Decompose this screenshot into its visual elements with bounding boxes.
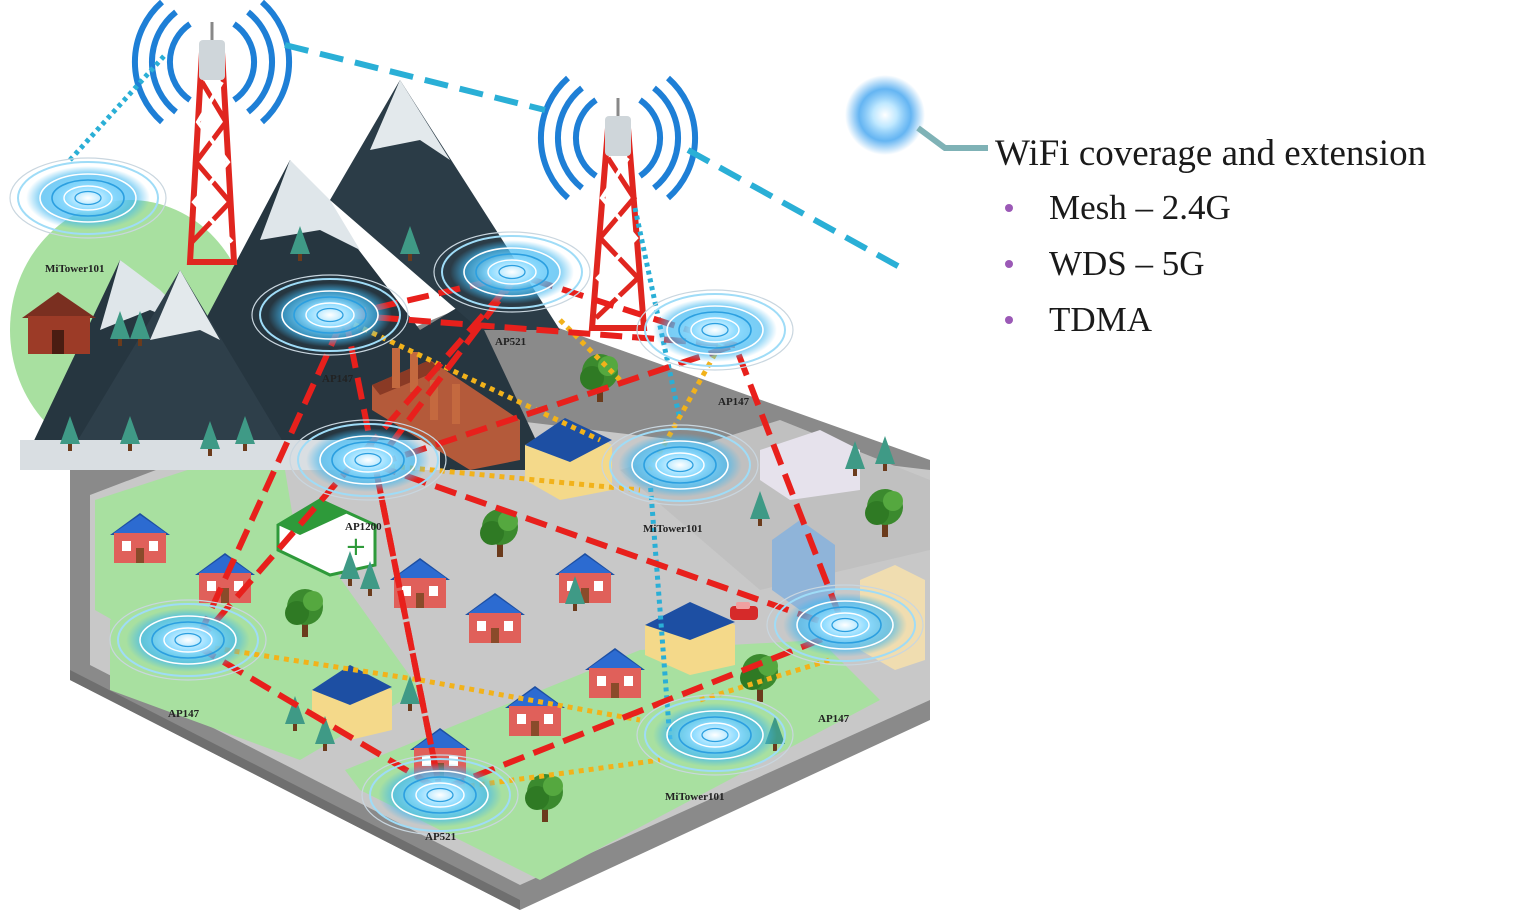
wifi-access-point-icon xyxy=(433,231,591,313)
wifi-access-point-icon xyxy=(289,419,447,501)
legend-item-label: WDS – 5G xyxy=(1049,244,1205,283)
wifi-access-point-icon xyxy=(109,599,267,681)
legend: WiFi coverage and extension Mesh – 2.4G … xyxy=(995,132,1510,348)
cell-tower-icon xyxy=(135,2,289,265)
shop-icon xyxy=(525,418,612,500)
callout-connector xyxy=(916,125,988,151)
device-label: AP147 xyxy=(718,396,750,408)
car-icon xyxy=(730,602,758,620)
device-label: MiTower101 xyxy=(665,791,724,803)
bullet-icon xyxy=(1005,260,1013,268)
legend-item-label: Mesh – 2.4G xyxy=(1049,188,1231,227)
legend-item: Mesh – 2.4G xyxy=(995,180,1510,236)
device-label: MiTower101 xyxy=(643,523,702,535)
glow-point-icon xyxy=(845,75,925,155)
wifi-access-point-icon xyxy=(636,694,794,776)
log-cabin-icon xyxy=(22,292,96,354)
bullet-icon xyxy=(1005,316,1013,324)
device-label: AP147 xyxy=(818,713,850,725)
legend-item: TDMA xyxy=(995,292,1510,348)
backhaul-links xyxy=(68,42,907,741)
wifi-access-point-icon xyxy=(9,157,167,239)
device-label: MiTower101 xyxy=(45,263,104,275)
wifi-access-point-icon xyxy=(636,289,794,371)
device-label: AP147 xyxy=(168,708,200,720)
legend-item-label: TDMA xyxy=(1049,300,1153,339)
wifi-access-point-icon xyxy=(251,274,409,356)
legend-list: Mesh – 2.4G WDS – 5G TDMA xyxy=(995,180,1510,348)
legend-title: WiFi coverage and extension xyxy=(995,133,1427,174)
device-label: AP521 xyxy=(495,336,526,348)
shop-icon xyxy=(312,602,735,740)
wifi-access-point-icon xyxy=(361,754,519,836)
wifi-access-point-icon xyxy=(766,584,924,666)
device-label: AP521 xyxy=(425,831,456,843)
legend-item: WDS – 5G xyxy=(995,236,1510,292)
device-label: AP1200 xyxy=(345,521,382,533)
device-label: AP147 xyxy=(322,373,354,385)
factory-icon xyxy=(372,348,520,470)
wifi-access-point-icon xyxy=(601,424,759,506)
cell-tower-icon xyxy=(541,78,695,331)
bullet-icon xyxy=(1005,204,1013,212)
